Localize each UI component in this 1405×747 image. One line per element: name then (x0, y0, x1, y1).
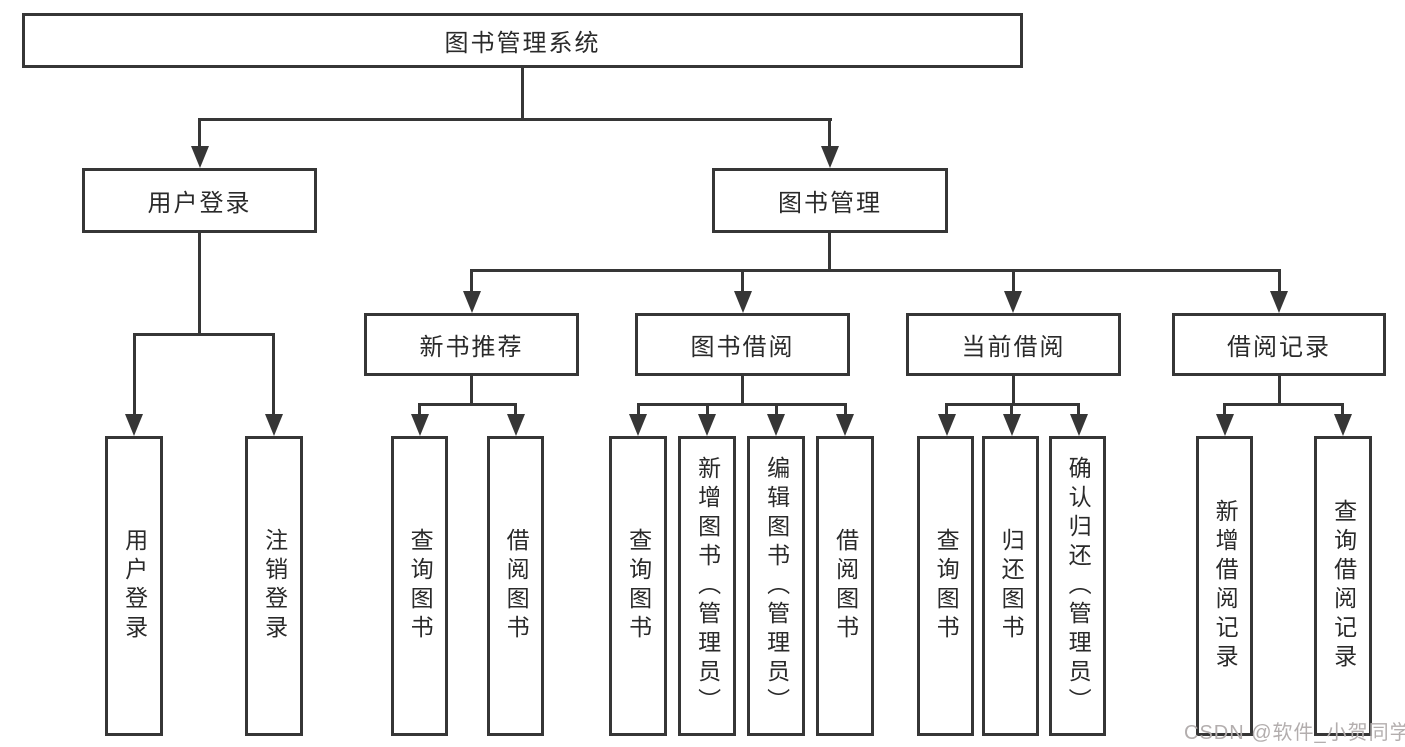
node-label: 查询图书 (625, 528, 652, 644)
connector-line (637, 403, 847, 406)
node-label: 查询图书 (933, 528, 960, 644)
connector-line (198, 233, 201, 335)
connector-line (470, 269, 473, 297)
connector-line (198, 118, 832, 121)
connector-line (637, 403, 640, 418)
node-leaf-query-books-3: 查询图书 (917, 436, 974, 736)
connector-line (828, 233, 831, 272)
node-leaf-add-books-admin: 新增图书（管理员） (678, 436, 736, 736)
node-root: 图书管理系统 (22, 13, 1023, 68)
arrowhead-down-icon (734, 291, 752, 313)
arrowhead-down-icon (698, 414, 716, 436)
node-current-borrow: 当前借阅 (906, 313, 1121, 376)
connector-line (1341, 403, 1344, 418)
arrowhead-down-icon (1334, 414, 1352, 436)
connector-line (272, 333, 275, 415)
connector-line (470, 269, 1280, 272)
node-leaf-borrow-books-2: 借阅图书 (816, 436, 874, 736)
arrowhead-down-icon (1270, 291, 1288, 313)
connector-line (133, 333, 136, 415)
node-label: 新增图书（管理员） (694, 455, 721, 717)
connector-line (844, 403, 847, 418)
arrowhead-down-icon (821, 146, 839, 168)
node-label: 注销登录 (261, 528, 288, 644)
arrowhead-down-icon (507, 414, 525, 436)
connector-line (198, 118, 201, 150)
node-label: 编辑图书（管理员） (763, 455, 790, 717)
arrowhead-down-icon (1004, 291, 1022, 313)
node-leaf-confirm-return-admin: 确认归还（管理员） (1049, 436, 1106, 736)
connector-line (741, 269, 744, 297)
arrowhead-down-icon (1216, 414, 1234, 436)
connector-line (1077, 403, 1080, 418)
node-borrow-records: 借阅记录 (1172, 313, 1386, 376)
connector-line (741, 376, 744, 405)
node-label: 查询借阅记录 (1330, 499, 1357, 673)
connector-line (470, 376, 473, 405)
arrowhead-down-icon (836, 414, 854, 436)
node-label: 查询图书 (407, 528, 434, 644)
arrowhead-down-icon (125, 414, 143, 436)
connector-line (1223, 403, 1343, 406)
arrowhead-down-icon (463, 291, 481, 313)
connector-line (1010, 403, 1013, 418)
arrowhead-down-icon (411, 414, 429, 436)
node-leaf-add-borrow-record: 新增借阅记录 (1196, 436, 1253, 736)
node-book-borrow: 图书借阅 (635, 313, 850, 376)
connector-line (1278, 269, 1281, 297)
node-leaf-user-login: 用户登录 (105, 436, 163, 736)
connector-line (418, 403, 421, 418)
csdn-watermark: CSDN @软件_小贺同学 (1184, 722, 1405, 744)
connector-line (521, 68, 524, 120)
node-leaf-edit-books-admin: 编辑图书（管理员） (747, 436, 805, 736)
connector-line (1223, 403, 1226, 418)
arrowhead-down-icon (1003, 414, 1021, 436)
connector-line (1012, 376, 1015, 405)
node-leaf-query-borrow-record: 查询借阅记录 (1314, 436, 1372, 736)
connector-line (706, 403, 709, 418)
arrowhead-down-icon (629, 414, 647, 436)
node-leaf-logout: 注销登录 (245, 436, 303, 736)
arrowhead-down-icon (938, 414, 956, 436)
node-leaf-query-books-2: 查询图书 (609, 436, 667, 736)
connector-line (945, 403, 948, 418)
node-label: 借阅图书 (503, 528, 530, 644)
node-leaf-query-books-1: 查询图书 (391, 436, 448, 736)
connector-line (828, 118, 831, 150)
node-book-management: 图书管理 (712, 168, 948, 233)
connector-line (514, 403, 517, 418)
connector-line (418, 403, 517, 406)
arrowhead-down-icon (191, 146, 209, 168)
node-user-login: 用户登录 (82, 168, 317, 233)
node-label: 新增借阅记录 (1212, 499, 1239, 673)
arrowhead-down-icon (767, 414, 785, 436)
node-label: 归还图书 (998, 528, 1025, 644)
arrowhead-down-icon (1070, 414, 1088, 436)
connector-line (775, 403, 778, 418)
node-label: 用户登录 (121, 528, 148, 644)
connector-line (133, 333, 275, 336)
node-label: 确认归还（管理员） (1065, 455, 1092, 717)
arrowhead-down-icon (265, 414, 283, 436)
node-label: 借阅图书 (832, 528, 859, 644)
connector-line (1012, 269, 1015, 297)
node-leaf-borrow-books-1: 借阅图书 (487, 436, 544, 736)
node-new-book-recommend: 新书推荐 (364, 313, 579, 376)
node-leaf-return-books: 归还图书 (982, 436, 1039, 736)
connector-line (1278, 376, 1281, 405)
